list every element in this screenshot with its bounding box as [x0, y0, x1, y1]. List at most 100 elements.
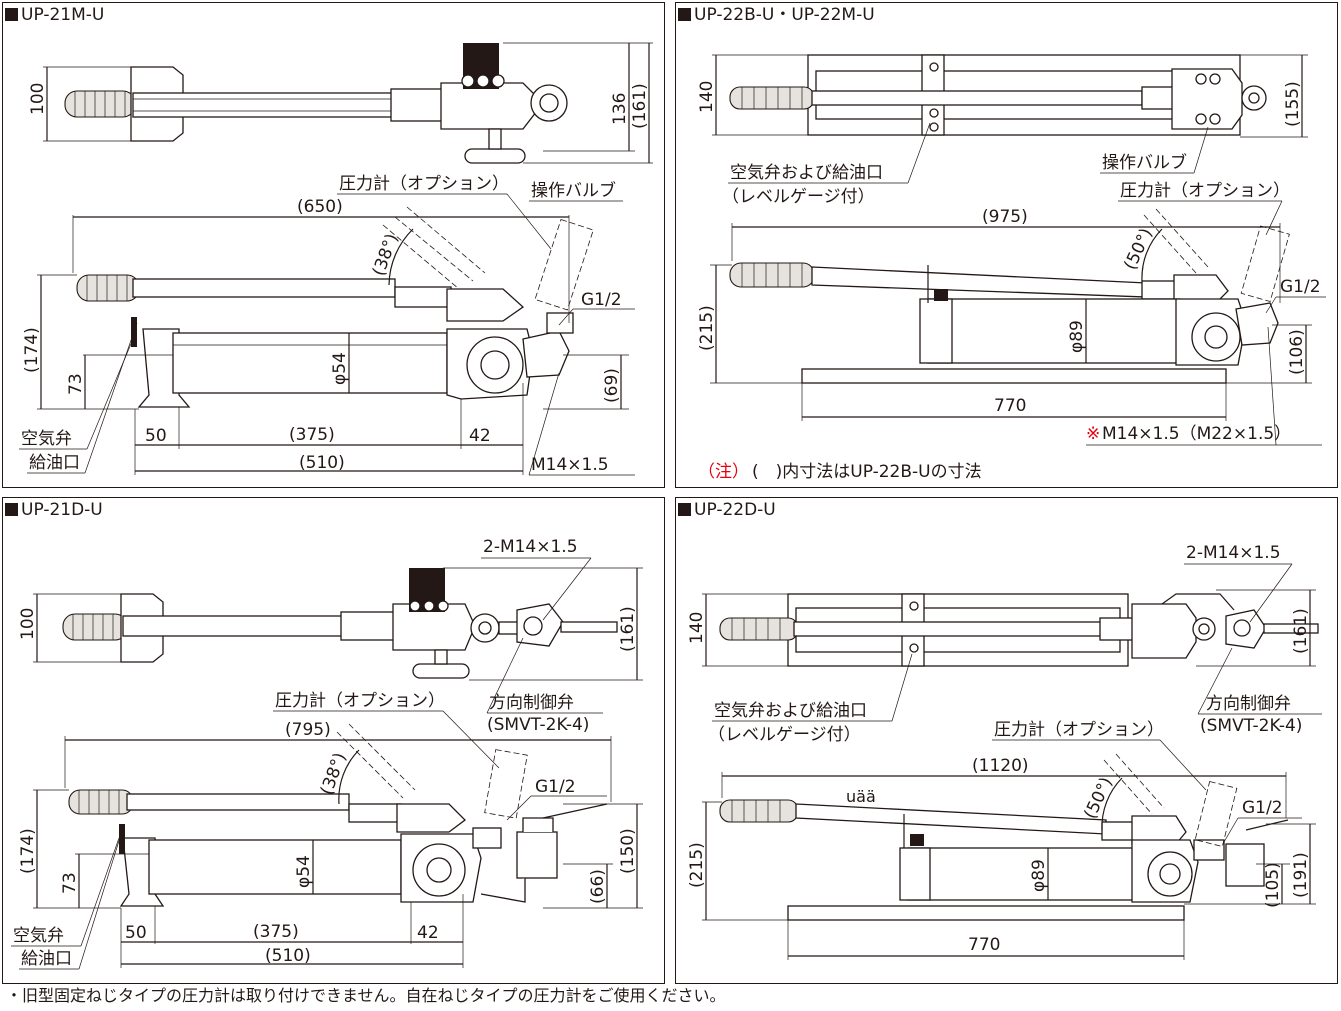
side-view	[719, 753, 1289, 921]
top-view	[62, 568, 618, 679]
dim-100: 100	[18, 608, 38, 640]
top-view	[729, 54, 1267, 136]
label-gauge: 圧力計（オプション）	[994, 720, 1164, 740]
label-dir: 方向制御弁	[489, 693, 574, 713]
label-gauge: 圧力計（オプション）	[339, 174, 509, 194]
dim-510: (510)	[265, 946, 311, 966]
dim-770: 770	[968, 935, 1000, 955]
top-view	[64, 43, 568, 164]
dim-510: (510)	[299, 453, 345, 473]
dim-215: (215)	[687, 842, 707, 888]
drawing-up-22d-u: 140 (161) 2-M14×1.5 空気弁および給油口 （レベルゲージ付） …	[687, 543, 1322, 960]
label-level: （レベルゲージ付）	[708, 725, 861, 745]
dim-191: (191)	[1291, 852, 1311, 898]
label-dir: 方向制御弁	[1206, 694, 1291, 714]
dim-375: (375)	[289, 425, 335, 445]
label-valve: 操作バルブ	[531, 180, 616, 201]
label-g12: G1/2	[1242, 798, 1283, 818]
panel-title: UP-21D-U	[5, 500, 103, 520]
note-label: （注）	[698, 462, 749, 482]
dim-161: (161)	[1291, 608, 1311, 654]
dim-795: (795)	[285, 720, 331, 740]
label-g12: G1/2	[535, 777, 576, 797]
dim-140: 140	[697, 81, 717, 113]
label-model: (SMVT-2K-4)	[1200, 716, 1302, 736]
dim-38deg: (38°)	[369, 231, 403, 279]
side-view	[68, 723, 608, 907]
panel-up-22b-22m-u: UP-22B-U・UP-22M-U 140 (155) 空気弁および給油口 （レ…	[675, 2, 1338, 488]
dim-42: 42	[417, 923, 439, 943]
dim-174: (174)	[18, 828, 38, 874]
label-m14: M14×1.5	[531, 455, 609, 475]
label-m14: M14×1.5（M22×1.5）	[1102, 424, 1291, 444]
square-bullet-icon	[678, 503, 691, 516]
dim-155: (155)	[1283, 81, 1303, 127]
dim-106: (106)	[1287, 329, 1307, 375]
stray-text: uää	[846, 787, 876, 806]
dim-phi54: φ54	[294, 855, 314, 888]
dim-150: (150)	[618, 828, 638, 874]
side-view-dims: (650) (38°) (174) 73 φ54 (69) 50 (375) 4…	[19, 174, 635, 476]
label-m14: 2-M14×1.5	[1186, 543, 1281, 563]
dim-136: 136	[610, 93, 630, 125]
label-level: （レベルゲージ付）	[722, 187, 875, 207]
dim-174: (174)	[22, 327, 42, 373]
label-g12: G1/2	[1280, 277, 1321, 297]
dim-66: (66)	[588, 869, 608, 904]
dim-1120: (1120)	[972, 756, 1029, 776]
dim-38deg: (38°)	[317, 750, 351, 798]
top-view-dims: 140 (155) 空気弁および給油口 （レベルゲージ付） 操作バルブ	[697, 54, 1308, 207]
label-air-oil: 空気弁および給油口	[730, 163, 883, 183]
dim-50: 50	[125, 923, 147, 943]
label-air: 空気弁	[21, 429, 72, 449]
footer-note: ・旧型固定ねじタイプの圧力計は取り付けできません。自在ねじタイプの圧力計をご使用…	[6, 986, 726, 1005]
dim-phi54: φ54	[330, 352, 350, 385]
dim-375: (375)	[253, 922, 299, 942]
dim-161: (161)	[630, 83, 650, 129]
drawing-up-21m-u: 100 136 (161) (65	[19, 42, 653, 476]
dim-215: (215)	[697, 305, 717, 351]
dim-140: 140	[687, 612, 707, 644]
label-air: 空気弁	[13, 926, 64, 946]
side-view	[729, 208, 1290, 384]
dim-975: (975)	[982, 207, 1028, 227]
dim-73: 73	[66, 373, 86, 395]
dim-105: (105)	[1263, 862, 1283, 908]
label-gauge: 圧力計（オプション）	[275, 691, 445, 711]
dim-phi89: φ89	[1029, 859, 1049, 892]
label-model: (SMVT-2K-4)	[487, 715, 589, 735]
top-view-dims: 100 136 (161)	[28, 42, 653, 164]
dim-100: 100	[28, 83, 48, 115]
top-view-dims: 140 (161) 2-M14×1.5 空気弁および給油口 （レベルゲージ付） …	[687, 543, 1322, 745]
dim-650: (650)	[297, 197, 343, 217]
dim-50: 50	[145, 426, 167, 446]
panel-title: UP-22B-U・UP-22M-U	[678, 5, 875, 25]
panel-up-21m-u: UP-21M-U 100 136 (161)	[2, 2, 665, 488]
square-bullet-icon	[678, 8, 691, 21]
dim-phi89: φ89	[1067, 320, 1087, 353]
note-text: ( )内寸法はUP-22B-Uの寸法	[752, 462, 982, 482]
label-gauge: 圧力計（オプション）	[1120, 181, 1290, 201]
label-note-mark: ※	[1086, 424, 1100, 444]
label-g12: G1/2	[581, 290, 622, 310]
dim-69: (69)	[602, 368, 622, 403]
dim-50deg: (50°)	[1080, 774, 1116, 822]
label-oil: 給油口	[29, 453, 80, 473]
label-m14: 2-M14×1.5	[483, 537, 578, 557]
label-oil: 給油口	[21, 949, 72, 969]
dim-161: (161)	[618, 606, 638, 652]
side-view	[76, 206, 594, 408]
panel-up-22d-u: UP-22D-U 140 (161) 2-M14×1.5	[675, 497, 1338, 984]
panel-title: UP-21M-U	[5, 5, 104, 25]
dim-42: 42	[469, 426, 491, 446]
label-valve: 操作バルブ	[1102, 152, 1187, 173]
panel-title: UP-22D-U	[678, 500, 776, 520]
drawing-up-22b-22m-u: 140 (155) 空気弁および給油口 （レベルゲージ付） 操作バルブ	[697, 54, 1326, 482]
dim-50deg: (50°)	[1120, 225, 1156, 273]
side-view-dims: (975) (50°) (215) φ89 (106) 770 圧力計（オプショ…	[697, 181, 1326, 482]
panel-up-21d-u: UP-21D-U 100 (161) 2-M14×1.5	[2, 497, 665, 984]
dim-770: 770	[994, 396, 1026, 416]
square-bullet-icon	[5, 8, 18, 21]
drawing-up-21d-u: 100 (161) 2-M14×1.5 圧力計（オプション） 方向制御弁 (SM…	[11, 537, 643, 970]
top-view	[719, 593, 1319, 667]
